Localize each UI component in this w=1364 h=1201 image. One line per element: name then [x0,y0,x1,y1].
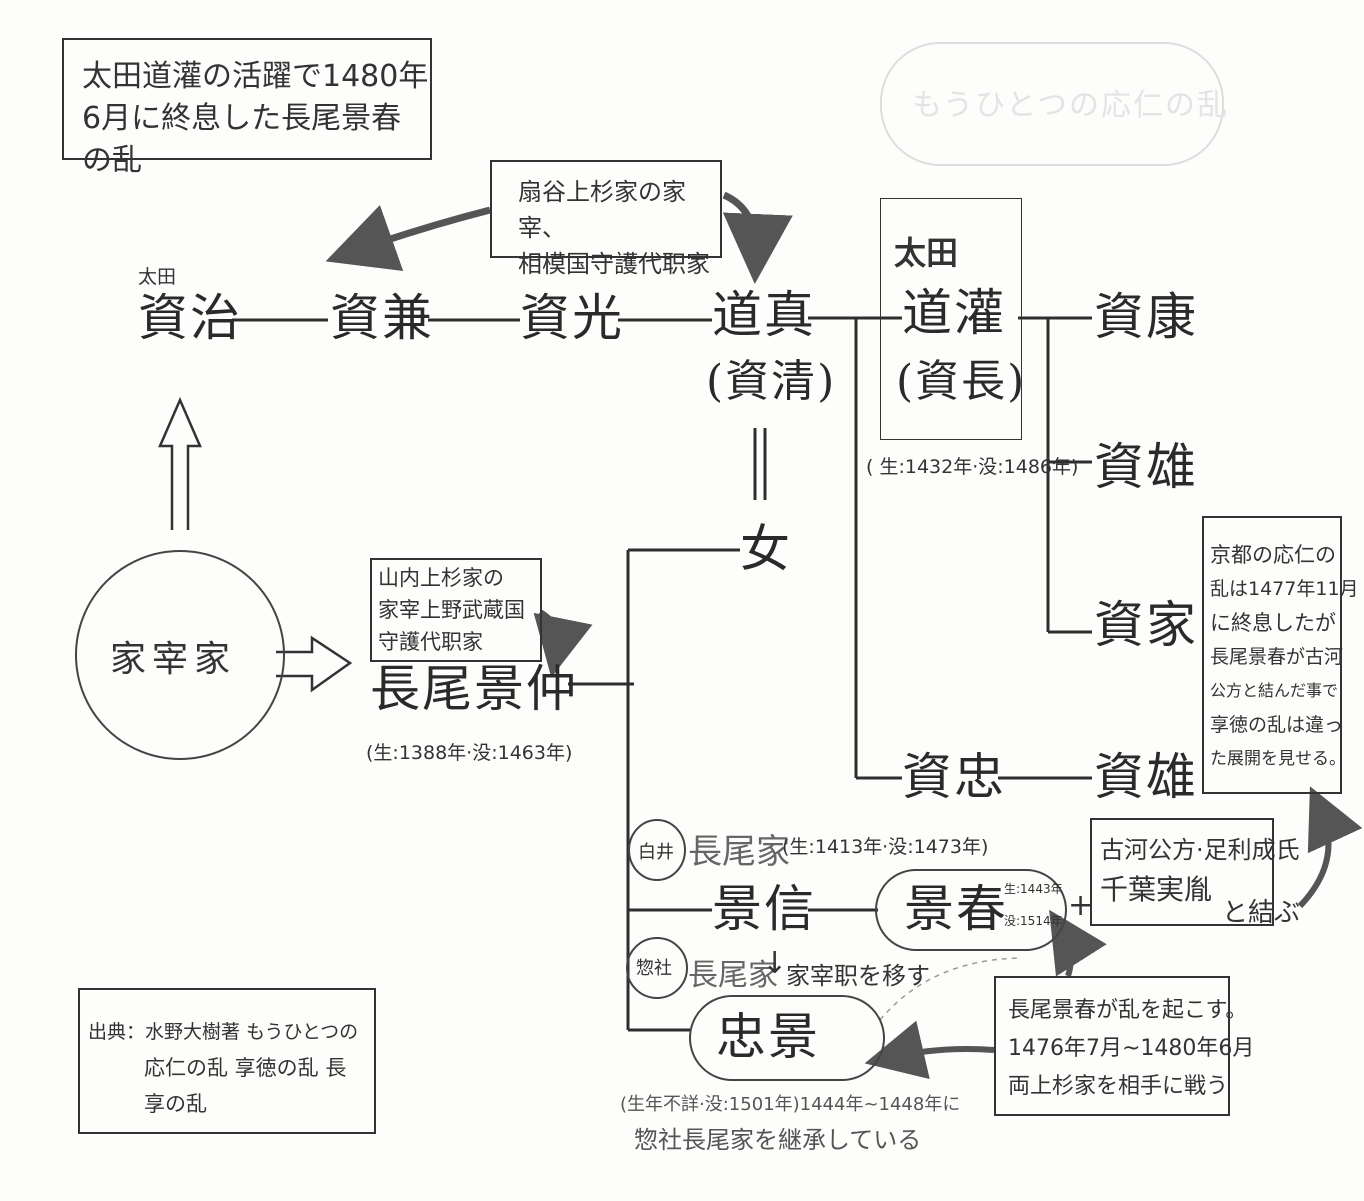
person-kagenaka: 長尾景仲 [370,660,578,718]
ogigayatsu-line-1: 扇谷上杉家の家宰、 [518,178,686,242]
person-tadakage: 忠景 [716,1008,820,1066]
ogigayatsu-line-2: 相模国守護代职家 [518,250,710,278]
source-line-3: 享の乱 [144,1092,207,1116]
tadakage-outline [689,995,885,1081]
faint-ghost-banner [880,42,1224,166]
doukan-box [880,198,1022,440]
alliance-box: 古河公方·足利成氏 千葉実胤 [1090,818,1300,926]
sosha-family: 長尾家 [688,958,778,993]
faint-ghost-text: もうひとつの応仁の乱 [912,88,1229,123]
kyoto-line-5: 公方と結んだ事で [1210,681,1339,700]
yamanouchi-line-3: 守護代职家 [378,630,483,654]
person-sukeyasu: 資康 [1094,288,1198,346]
person-sukekane: 資兼 [330,289,434,347]
sosha-down-arrow: ↓ [762,946,788,981]
kyoto-line-1: 京都の応仁の [1210,543,1336,567]
kyoto-line-6: 享徳の乱は違っ [1210,714,1344,736]
person-doukan: 道灌 [902,284,1006,342]
doukan-lifespan: ( 生:1432年·没:1486年) [866,456,1079,478]
tadakage-note-2: 惣社長尾家を継承している [634,1126,922,1154]
person-sukemitsu: 資光 [520,289,624,347]
source-line-2: 応仁の乱 享徳の乱 長 [144,1056,347,1080]
plus-sign: + [1068,888,1094,923]
kyoto-line-2: 乱は1477年11月 [1210,578,1359,600]
person-kagenobu: 景信 [712,880,816,938]
person-suketou: 資治 [138,289,242,347]
shirai-tag-circle [628,819,686,881]
alliance-line-2: 千葉実胤 [1100,873,1213,906]
yamanouchi-line-1: 山内上杉家の [378,566,504,590]
doukan-alias: (資長) [896,356,1027,407]
person-dousin: 道真 [712,286,816,344]
title-box: 太田道灌の活躍で1480年 6月に終息した長尾景春の乱 [62,38,432,178]
ogigayatsu-note-box: 扇谷上杉家の家宰、 相模国守護代职家 [490,160,722,278]
person-suketada: 資忠 [902,748,1006,806]
alliance-joined: と結ぶ [1222,898,1301,928]
sosha-tag-circle [626,937,688,999]
sosha-tag: 惣社 [636,958,672,979]
tadakage-note-1: (生年不詳·没:1501年)1444年~1448年に [620,1094,961,1115]
shirai-tag: 白井 [638,842,674,863]
doukan-ota-label: 太田 [894,234,959,272]
source-box: 出典：水野大樹著 もうひとつの 応仁の乱 享徳の乱 長 享の乱 [78,988,376,1134]
yamanouchi-note-box: 山内上杉家の 家宰上野武蔵国 守護代职家 [370,558,542,662]
person-sukeie: 資家 [1094,596,1198,654]
right-hollow-arrow [276,635,353,693]
kasai-circle [75,550,285,760]
rebellion-line-2: 1476年7月~1480年6月 [1008,1036,1255,1061]
person-sukeo-2: 資雄 [1094,748,1198,806]
kasai-label: 家宰家 [110,639,237,680]
kagenaka-lifespan: (生:1388年·没:1463年) [366,742,573,764]
rebellion-note-box: 長尾景春が乱を起こす。 1476年7月~1480年6月 両上杉家を相手に戦う [994,976,1255,1116]
ota-prefix-label: 太田 [138,266,177,288]
title-line-2: 6月に終息した長尾景春の乱 [82,101,402,178]
person-kageharu: 景春 [904,880,1008,938]
up-hollow-arrow [158,396,202,530]
sosha-moved-text: 家宰职を移す [786,962,930,990]
kyoto-note-box: 京都の応仁の 乱は1477年11月 に終息したが 長尾景春が古河 公方と結んだ事… [1202,516,1359,794]
title-line-1: 太田道灌の活躍で1480年 [82,59,429,94]
alliance-line-1: 古河公方·足利成氏 [1100,836,1300,864]
person-sukeo-1: 資雄 [1094,438,1198,496]
rebellion-line-1: 長尾景春が乱を起こす。 [1008,998,1248,1023]
rebellion-line-3: 両上杉家を相手に戦う [1008,1074,1229,1099]
shirai-lifespan: (生:1413年·没:1473年) [782,836,989,858]
kyoto-line-7: た展開を見せる。 [1210,749,1346,769]
yamanouchi-line-2: 家宰上野武蔵国 [378,598,525,622]
kyoto-line-4: 長尾景春が古河 [1210,646,1344,668]
kageharu-outline [875,869,1067,951]
dousin-alias: (資清) [706,356,837,407]
shirai-family: 長尾家 [688,832,790,872]
kageharu-death: 没:1514年 [1004,914,1063,928]
person-daughter: 女 [740,520,792,578]
kageharu-birth: 生:1443年 [1004,882,1063,896]
kyoto-line-3: に終息したが [1210,611,1336,635]
source-line-1: 出典：水野大樹著 もうひとつの [88,1021,359,1043]
